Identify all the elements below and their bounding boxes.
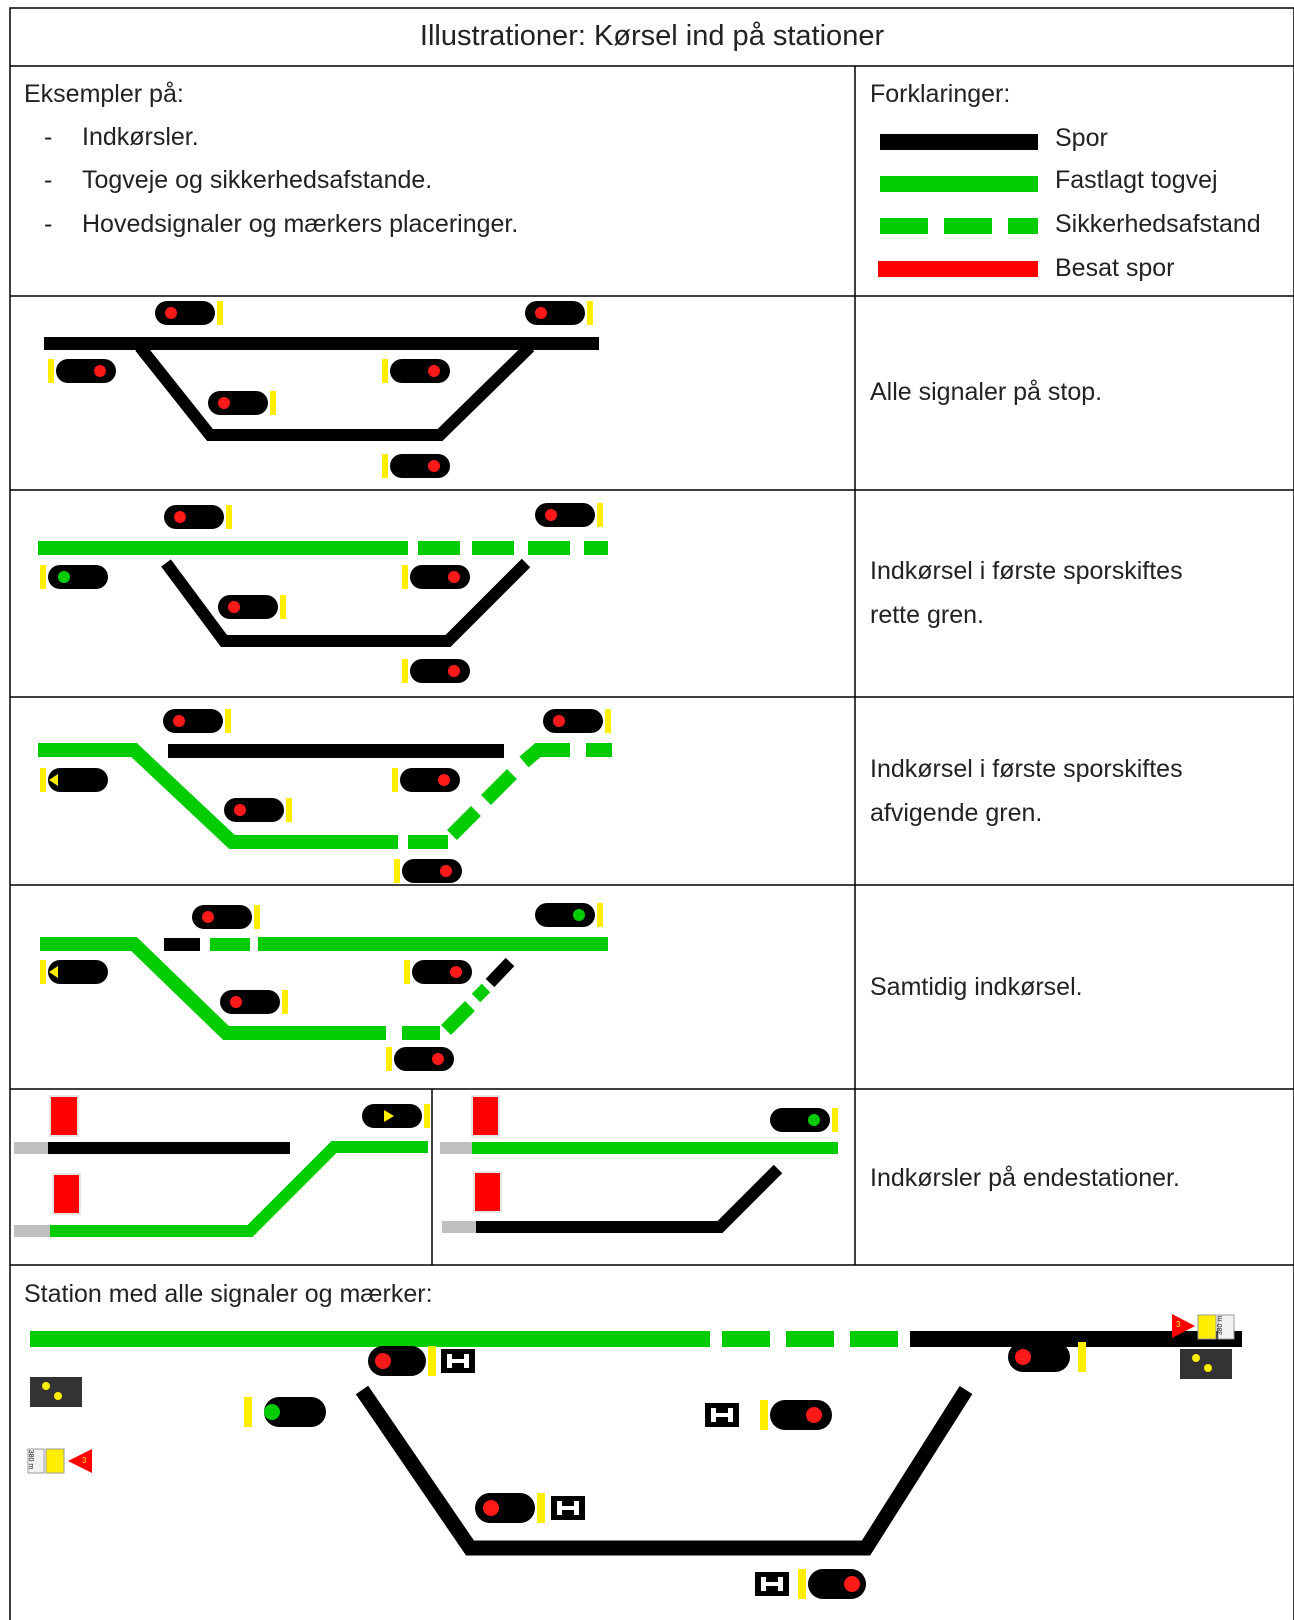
legend-swatch-route <box>880 176 1038 192</box>
row-description: Indkørsler på endestationer. <box>870 1164 1180 1192</box>
row-description: afvigende gren. <box>870 799 1043 827</box>
legend-label-occupied: Besat spor <box>1055 254 1175 282</box>
legend-swatch-track <box>880 134 1038 150</box>
speed-sign-right: 3 <box>1176 1320 1181 1329</box>
row-description: Indkørsel i første sporskiftes <box>870 755 1183 783</box>
legend-heading: Forklaringer: <box>870 80 1011 108</box>
diagram-terminal-left <box>14 1095 430 1237</box>
legend-label-safety: Sikkerhedsafstand <box>1055 210 1261 238</box>
station-heading: Station med alle signaler og mærker: <box>24 1280 433 1308</box>
distance-sign-left: 380 m <box>27 1449 35 1470</box>
legend-swatch-safety <box>880 218 1038 234</box>
diagram-straight-entry <box>38 503 608 683</box>
page-title: Illustrationer: Kørsel ind på stationer <box>419 20 885 52</box>
legend-swatches <box>878 134 1038 277</box>
row-description: Alle signaler på stop. <box>870 378 1103 406</box>
legend-label-route: Fastlagt togvej <box>1055 166 1218 194</box>
diagram-diverging-entry <box>38 709 612 883</box>
row-description: Samtidig indkørsel. <box>870 973 1083 1001</box>
examples-bullet: - <box>44 210 53 238</box>
diagram-full-station <box>27 1314 1242 1599</box>
speed-sign-left: 3 <box>82 1456 87 1465</box>
row-description: rette gren. <box>870 601 984 629</box>
examples-item: Togveje og sikkerhedsafstande. <box>82 166 433 194</box>
table-grid <box>9 7 1294 1620</box>
legend-label-track: Spor <box>1055 124 1108 152</box>
examples-bullet: - <box>44 123 53 151</box>
legend-swatch-occupied <box>878 261 1038 277</box>
distance-sign-right: 380 m <box>1217 1315 1225 1336</box>
diagram-all-stop <box>44 301 599 478</box>
examples-item: Indkørsler. <box>82 123 199 151</box>
diagram-terminal-right <box>440 1095 838 1233</box>
diagram-simultaneous-entry <box>40 903 608 1071</box>
examples-heading: Eksempler på: <box>24 80 184 108</box>
row-description: Indkørsel i første sporskiftes <box>870 557 1183 585</box>
examples-item: Hovedsignaler og mærkers placeringer. <box>82 210 519 238</box>
examples-bullet: - <box>44 166 53 194</box>
